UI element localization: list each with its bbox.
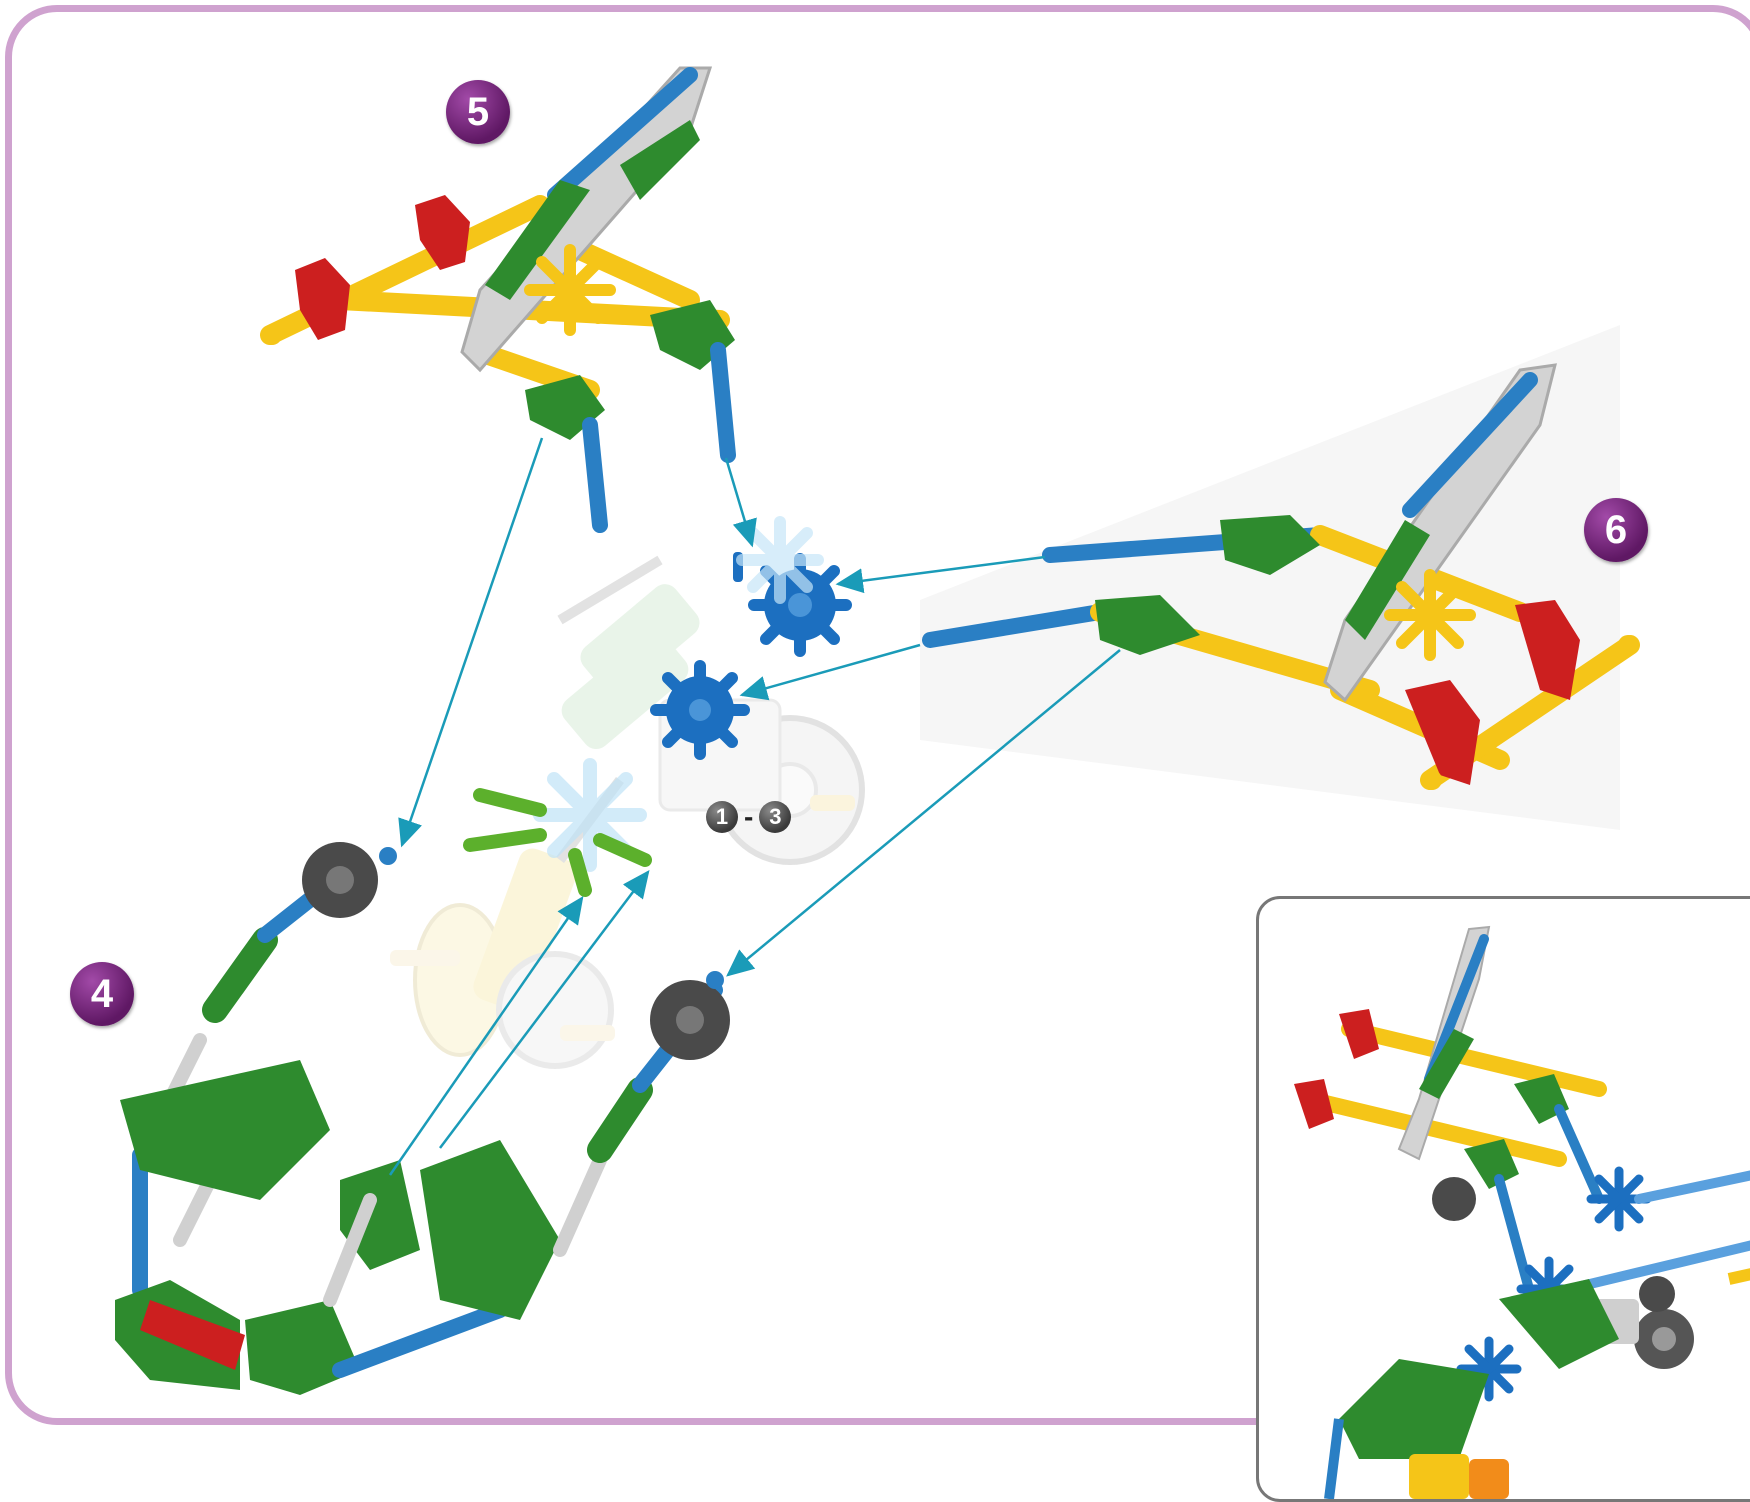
reference-separator: - bbox=[744, 801, 753, 833]
step4-assembly bbox=[115, 842, 730, 1395]
step-5-badge: 5 bbox=[446, 80, 510, 144]
reference-step-to: 3 bbox=[759, 801, 791, 833]
arrow-5-to-ghost bbox=[726, 458, 752, 545]
reference-step-from: 1 bbox=[706, 801, 738, 833]
completed-model-inset bbox=[1256, 896, 1750, 1502]
completed-model-illustration bbox=[1259, 899, 1750, 1499]
step-4-badge: 4 bbox=[70, 962, 134, 1026]
arrow-6-lower bbox=[742, 645, 920, 695]
step-6-badge: 6 bbox=[1584, 498, 1648, 562]
arrow-5-to-4 bbox=[402, 438, 542, 845]
reference-steps-1-3: 1 - 3 bbox=[706, 800, 791, 834]
